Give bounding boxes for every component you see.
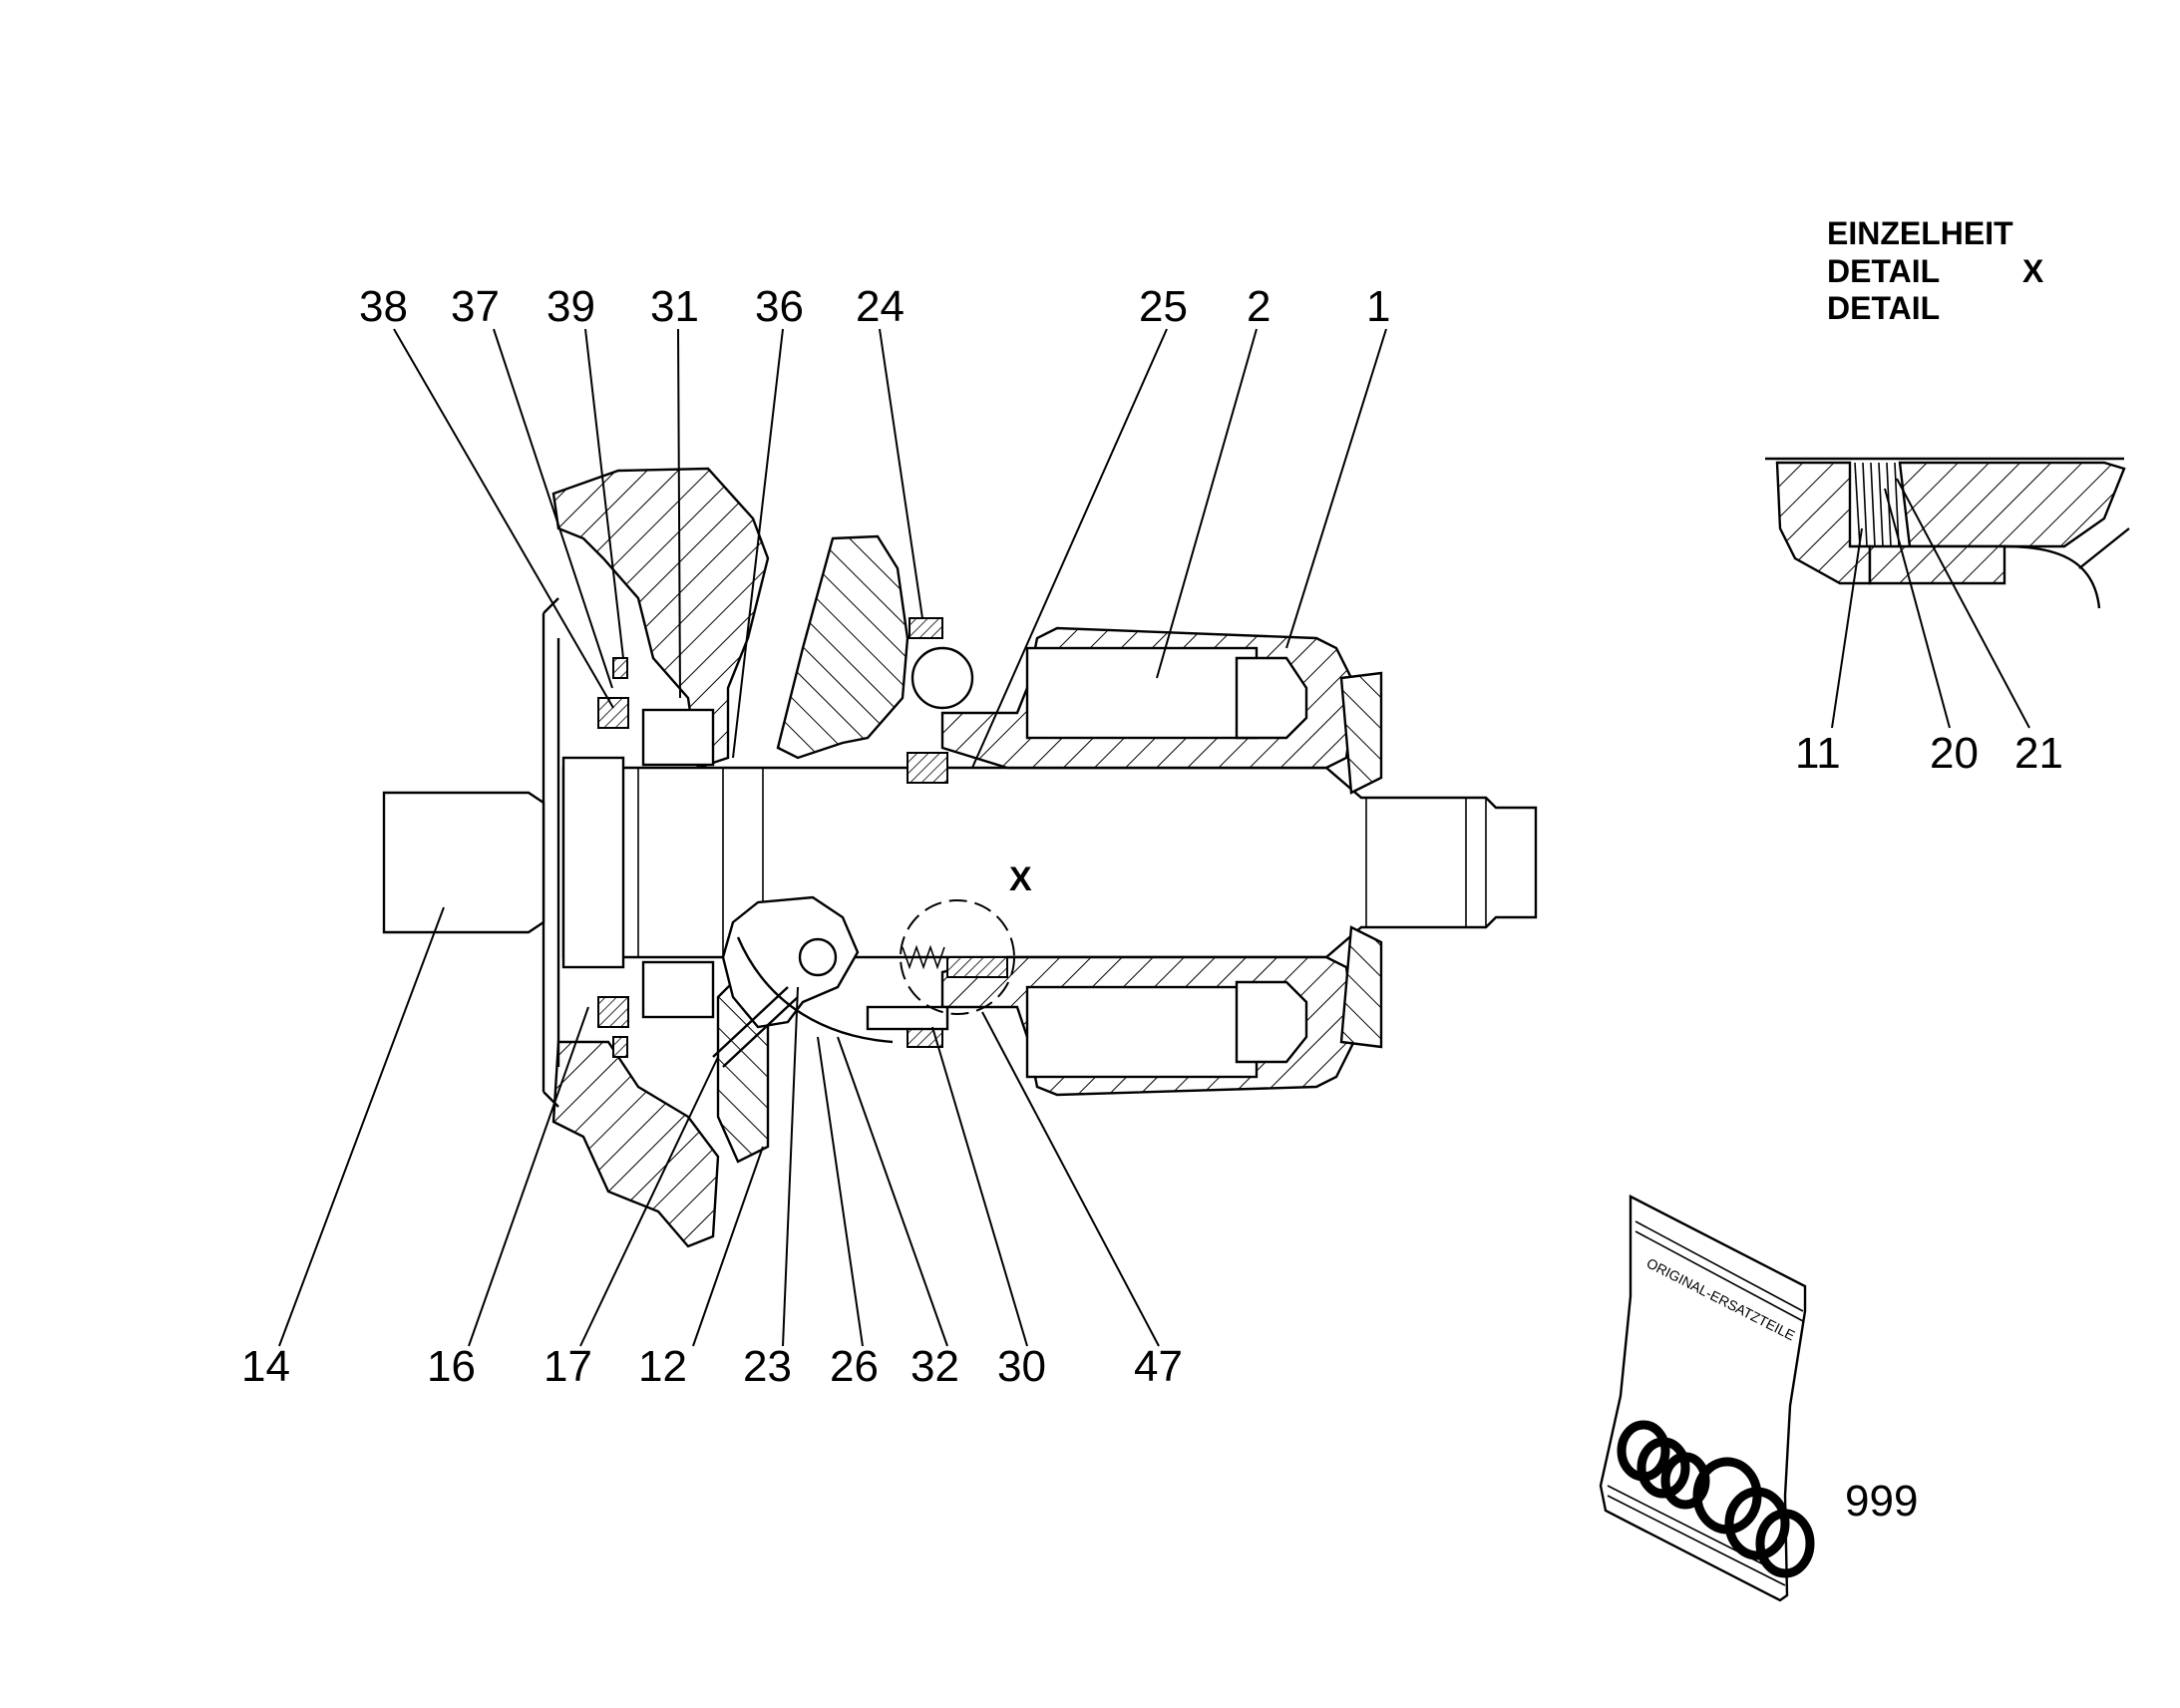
part-label-31: 31 [650,282,699,331]
snap-ring-upper [612,657,628,679]
part-label-25: 25 [1139,282,1188,331]
part-labels-bottom: 14 16 17 12 23 26 32 30 47 [241,1342,1183,1391]
part-label-11: 11 [1795,729,1841,778]
piston-upper [1235,656,1308,740]
piston-lower [1235,980,1308,1064]
detail-housing-right [1898,461,2126,548]
hydraulic-motor-assembly: X 38 37 39 [241,282,1538,1391]
seal-ring-lower [597,996,629,1028]
part-label-36: 36 [755,282,804,331]
detail-header-ref: X [2022,253,2044,289]
slipper-upper [908,617,943,639]
detail-spring-stack [1854,462,1900,547]
seal-ring-upper [597,697,629,729]
spring-coils [902,944,945,970]
part-label-14: 14 [241,1342,290,1391]
valve-arc [736,936,894,1044]
flange-outer-profile [542,597,560,1108]
o-ring [1660,1452,1710,1510]
detail-header-line2: DETAIL [1827,253,1940,289]
part-label-47: 47 [1134,1342,1183,1391]
piston-bore-lower [1025,985,1259,1079]
part-label-21: 21 [2014,729,2063,778]
bag-bottom-seal [1607,1485,1786,1586]
piston-ball-upper [910,646,974,710]
part-label-12: 12 [638,1342,687,1391]
part-label-30: 30 [997,1342,1046,1391]
detail-curve [2003,544,2101,609]
spring-seat [946,956,1008,978]
part-label-26: 26 [830,1342,879,1391]
drive-shaft [382,791,545,934]
part-label-39: 39 [546,282,595,331]
part-label-23: 23 [743,1342,792,1391]
detail-leader-11 [1831,527,1863,729]
o-ring [1636,1437,1690,1499]
seal-kit-bag: ORIGINAL-ERSATZTEILE 999 [1599,1195,1918,1602]
detail-leader-21 [1896,478,2030,729]
leader-lines-top [393,328,1387,769]
control-lever [721,895,860,1029]
bearing-lower [641,960,715,1019]
detail-x-marker: X [1009,860,1032,898]
shaft-body [561,766,1538,959]
part-label-24: 24 [856,282,905,331]
detail-x-circle [900,899,1015,1015]
pivot-pin [798,937,838,977]
leader-lines-bottom [278,906,1160,1347]
part-label-2: 2 [1247,282,1271,331]
piston-bore-upper [1025,646,1259,740]
shaft-collar [561,756,625,969]
retainer-plate-upper [907,752,948,784]
part-label-37: 37 [451,282,500,331]
part-label-16: 16 [427,1342,476,1391]
lever-arm [712,986,799,1068]
swash-plate [776,534,909,760]
detail-edge-right [2078,527,2130,569]
part-label-32: 32 [910,1342,959,1391]
end-cap-right [1339,671,1383,1049]
bag-outline [1599,1195,1807,1602]
detail-leader-20 [1884,488,1951,729]
bag-top-seal [1635,1220,1804,1322]
snap-ring-lower [612,1036,628,1058]
flange-housing-lower [551,1040,720,1248]
part-label-1: 1 [1366,282,1390,331]
o-ring-set [1617,1420,1815,1578]
plunger [866,1005,949,1031]
detail-header-line3: DETAIL [1827,290,1940,326]
detail-retainer [1868,544,2006,585]
o-ring [1755,1509,1815,1578]
part-label-17: 17 [544,1342,592,1391]
part-labels-top: 38 37 39 31 36 24 25 2 1 [359,282,1390,331]
part-label-38: 38 [359,282,408,331]
o-ring [1724,1487,1790,1560]
part-label-20: 20 [1930,729,1979,778]
detail-x-view: EINZELHEIT DETAIL DETAIL X 11 20 21 [1765,215,2130,778]
bearing-upper [641,708,715,767]
detail-header-line1: EINZELHEIT [1827,215,2013,251]
part-label-999: 999 [1845,1477,1918,1526]
